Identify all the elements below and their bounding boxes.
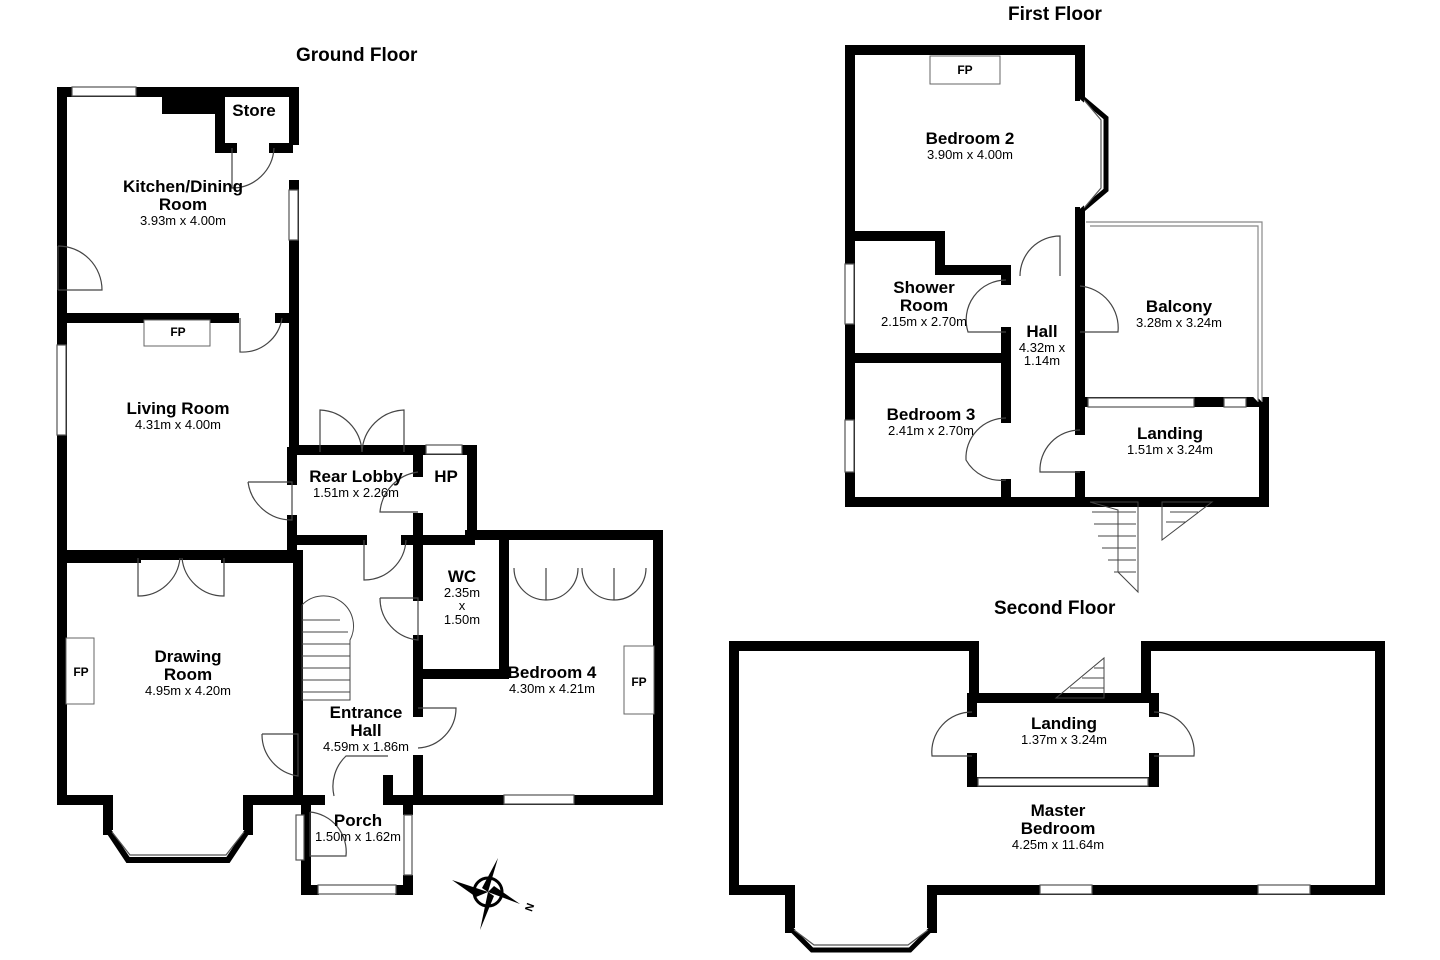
room-label-bedroom4: Bedroom 4 4.30m x 4.21m — [507, 663, 597, 696]
room-label-kitchen: Kitchen/Dining Room 3.93m x 4.00m — [123, 177, 243, 228]
room-label-rear-lobby: Rear Lobby 1.51m x 2.26m — [309, 467, 403, 500]
room-label-master: Master Bedroom 4.25m x 11.64m — [1011, 801, 1105, 852]
compass-icon — [452, 858, 520, 930]
second-floor-fixtures — [788, 656, 1311, 953]
room-label-balcony: Balcony 3.28m x 3.24m — [1136, 297, 1222, 330]
room-label-porch: Porch 1.50m x 1.62m — [315, 811, 401, 844]
ground-floor-doors — [57, 147, 647, 857]
room-label-hp: HP — [434, 467, 458, 486]
ground-floor-title: Ground Floor — [296, 45, 418, 66]
room-label-landing-first: Landing 1.51m x 3.24m — [1127, 424, 1213, 457]
fp-label-bedroom2: FP — [957, 63, 973, 77]
room-label-entrance-hall: Entrance Hall 4.59m x 1.86m — [323, 703, 409, 754]
room-label-landing-second: Landing 1.37m x 3.24m — [1021, 714, 1107, 747]
compass-north-label: N — [523, 901, 538, 914]
ground-floor-stairs — [301, 595, 354, 701]
room-label-bedroom2: Bedroom 2 3.90m x 4.00m — [925, 129, 1015, 162]
fp-label-bedroom4: FP — [631, 675, 647, 689]
room-label-store: Store — [232, 101, 276, 120]
second-floor-walls — [729, 641, 1385, 933]
fireplace-bedroom4 — [623, 645, 655, 715]
second-floor-title: Second Floor — [994, 598, 1116, 619]
fireplace-living — [143, 319, 211, 347]
ground-floor-windows — [56, 86, 575, 895]
fp-label-drawing: FP — [73, 665, 89, 679]
first-floor-fixtures — [844, 55, 1263, 594]
room-label-wc: WC 2.35m x 1.50m — [443, 567, 481, 628]
room-label-shower: Shower Room 2.15m x 2.70m — [881, 278, 967, 329]
fireplace-drawing — [65, 637, 95, 705]
room-label-living: Living Room 4.31m x 4.00m — [126, 399, 230, 432]
first-floor-title: First Floor — [1008, 4, 1102, 25]
room-label-hall: Hall 4.32m x 1.14m — [1018, 322, 1066, 369]
fp-label-living: FP — [170, 325, 186, 339]
room-label-bedroom3: Bedroom 3 2.41m x 2.70m — [886, 405, 976, 438]
room-label-drawing: Drawing Room 4.95m x 4.20m — [145, 647, 231, 698]
